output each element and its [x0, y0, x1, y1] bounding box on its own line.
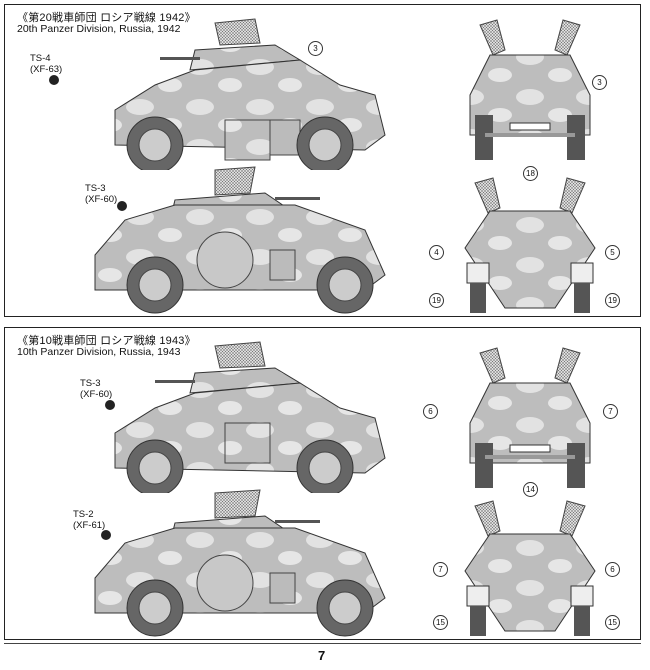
decal-number: 7 — [603, 404, 618, 419]
paint-code: TS-3 — [80, 378, 101, 389]
vehicle-rear-view — [464, 500, 596, 636]
decal-number: 3 — [308, 41, 323, 56]
paint-swatch-icon — [105, 400, 115, 410]
decal-number: 3 — [592, 75, 607, 90]
scheme-panel-1942: 《第20戦車師団 ロシア戦線 1942》 20th Panzer Divisio… — [4, 4, 641, 317]
paint-callout: TS-3 (XF-60) — [80, 378, 112, 400]
vehicle-side-view-right — [94, 166, 386, 314]
page-number: 7 — [318, 648, 326, 663]
decal-number: 19 — [429, 293, 444, 308]
scheme-title-en: 10th Panzer Division, Russia, 1943 — [17, 346, 181, 358]
scheme-panel-1943: 《第10戦車師団 ロシア戦線 1943》 10th Panzer Divisio… — [4, 327, 641, 640]
paint-ref: (XF-60) — [80, 389, 113, 400]
paint-code: TS-4 — [30, 53, 51, 64]
decal-number: 15 — [605, 615, 620, 630]
vehicle-rear-view — [464, 177, 596, 313]
paint-ref: (XF-60) — [85, 194, 118, 205]
paint-callout: TS-2 (XF-61) — [73, 509, 105, 531]
decal-number: 6 — [605, 562, 620, 577]
decal-number: 14 — [523, 482, 538, 497]
decal-number: 15 — [433, 615, 448, 630]
paint-code: TS-2 — [73, 509, 94, 520]
decal-number: 7 — [433, 562, 448, 577]
paint-ref: (XF-63) — [30, 64, 63, 75]
paint-swatch-icon — [49, 75, 59, 85]
decal-number: 18 — [523, 166, 538, 181]
paint-ref: (XF-61) — [73, 520, 106, 531]
bottom-divider — [4, 643, 641, 644]
scheme-title-jp: 《第10戦車師団 ロシア戦線 1943》 — [17, 335, 196, 347]
paint-swatch-icon — [117, 201, 127, 211]
paint-swatch-icon — [101, 530, 111, 540]
vehicle-side-view-right — [94, 489, 386, 637]
vehicle-front-view — [469, 347, 591, 488]
paint-code: TS-3 — [85, 183, 106, 194]
decal-number: 5 — [605, 245, 620, 260]
vehicle-side-view-left — [114, 18, 386, 170]
decal-number: 19 — [605, 293, 620, 308]
vehicle-side-view-left — [114, 341, 386, 493]
paint-callout: TS-3 (XF-60) — [85, 183, 117, 205]
scheme-title-jp: 《第20戦車師団 ロシア戦線 1942》 — [17, 12, 196, 24]
paint-callout: TS-4 (XF-63) — [30, 53, 62, 75]
decal-number: 6 — [423, 404, 438, 419]
scheme-title-en: 20th Panzer Division, Russia, 1942 — [17, 23, 181, 35]
vehicle-front-view — [469, 19, 591, 160]
decal-number: 4 — [429, 245, 444, 260]
